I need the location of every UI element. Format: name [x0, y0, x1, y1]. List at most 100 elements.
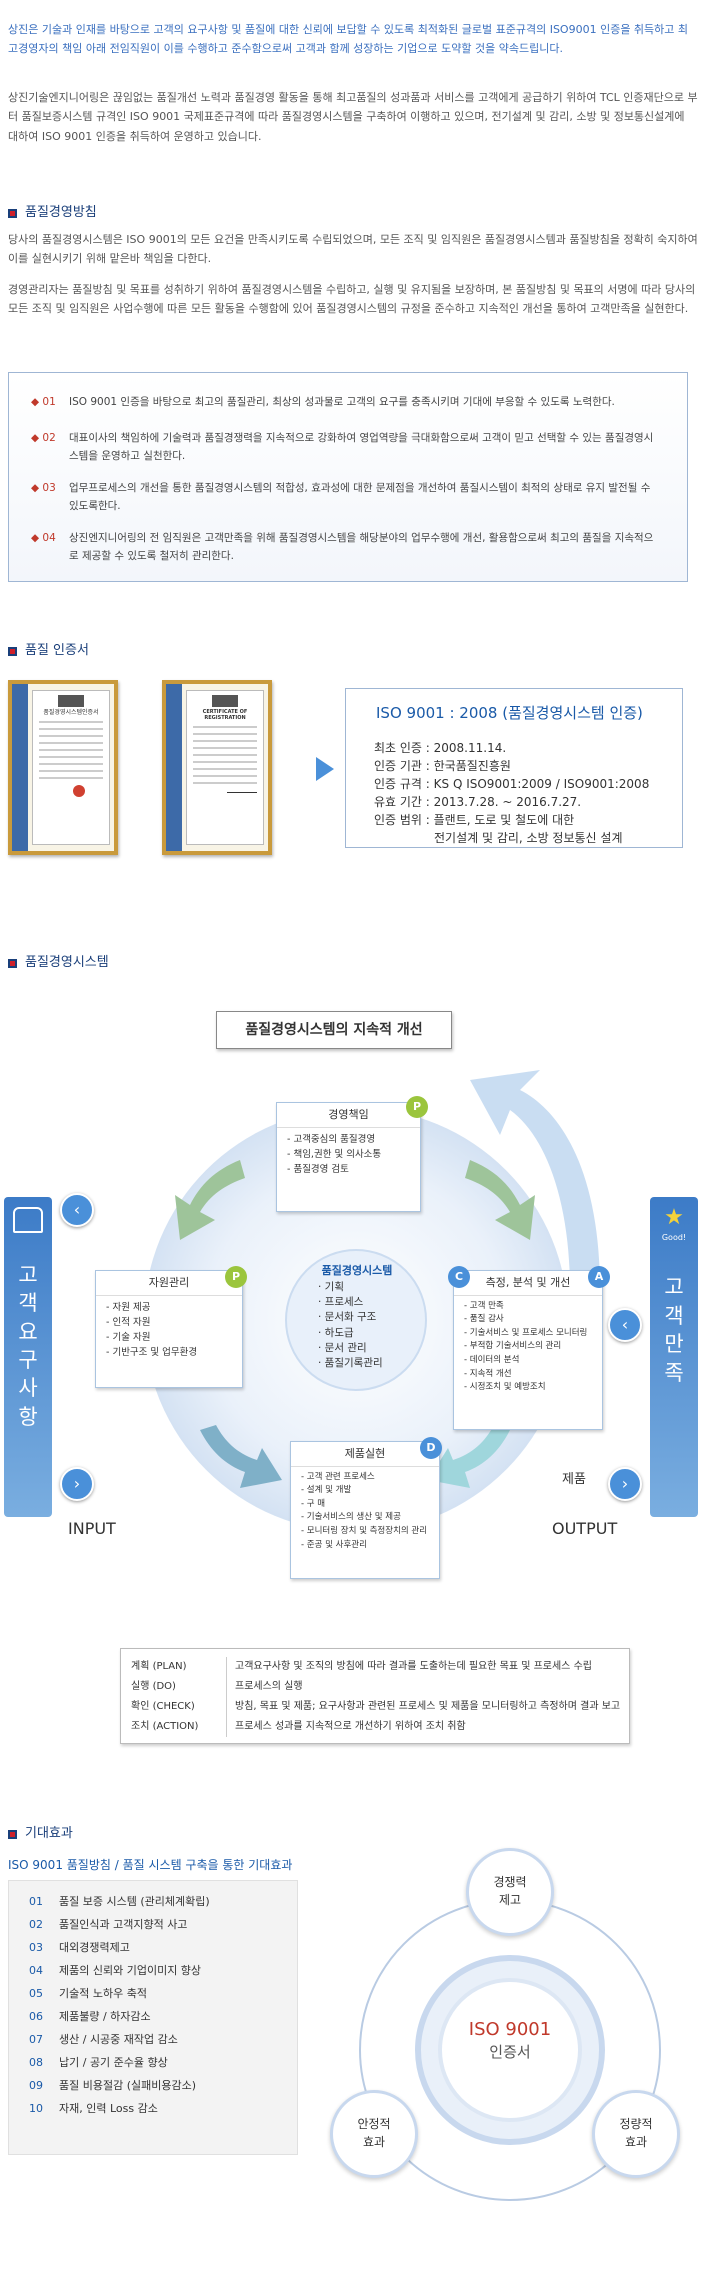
product-label: 제품 — [562, 1472, 586, 1487]
effect-item: 10 자재, 인력 Loss 감소 — [29, 2100, 158, 2118]
effect-item: 01 품질 보증 시스템 (관리체계확립) — [29, 1893, 210, 1911]
policy-item: ◆ 02 대표이사의 책임하에 기술력과 품질경쟁력을 지속적으로 강화하여 영업… — [31, 429, 661, 466]
certificate-side-band — [166, 684, 182, 851]
pdca-desc: 프로세스 성과를 지속적으로 개선하기 위하여 조치 취함 — [235, 1721, 466, 1732]
policy-item: ◆ 03 업무프로세스의 개선을 통한 품질경영시스템의 적합성, 효과성에 대한… — [31, 479, 661, 516]
pdca-desc: 프로세스의 실행 — [235, 1681, 303, 1692]
policy-item-num: ◆ 04 — [31, 532, 56, 544]
arrow-right-icon — [316, 757, 334, 781]
center-circle — [285, 1249, 427, 1391]
effect-num: 10 — [29, 2102, 43, 2115]
policy-item-num: ◆ 02 — [31, 432, 56, 444]
policy-item-text: 상진엔지니어링의 전 임직원은 고객만족을 위해 품질경영시스템을 해당분야의 … — [69, 532, 654, 563]
cert2-heading: CERTIFICATE OF REGISTRATION — [202, 709, 248, 721]
center-item: · 하도급 — [318, 1326, 354, 1339]
effect-text: 품질인식과 고객지향적 사고 — [59, 1918, 188, 1931]
box-heading: 경영책임 — [277, 1103, 420, 1128]
pdca-desc: 고객요구사항 및 조직의 방침에 따라 결과를 도출하는데 필요한 목표 및 프… — [235, 1661, 592, 1672]
cert-info-line: 인증 기관 : 한국품질진흥원 — [374, 759, 511, 773]
certificate-image-english: CERTIFICATE OF REGISTRATION — [162, 680, 272, 855]
box-item: - 구 매 — [301, 1498, 326, 1509]
certificate-side-band — [12, 684, 28, 851]
arrow-left-button[interactable]: ‹ — [60, 1193, 94, 1227]
certificate-doc: 품질경영시스템인증서 — [32, 690, 110, 845]
section-bullet-icon — [8, 646, 17, 656]
policy-item-text: 업무프로세스의 개선을 통한 품질경영시스템의 적합성, 효과성에 대한 문제점… — [69, 482, 651, 513]
effect-text: 품질 보증 시스템 (관리체계확립) — [59, 1895, 210, 1908]
cert-info-line: 인증 규격 : KS Q ISO9001:2009 / ISO9001:2008 — [374, 777, 650, 791]
effect-cycle-svg — [359, 1899, 661, 2201]
arrow-left-button[interactable]: ‹ — [608, 1308, 642, 1342]
box-item: - 기술서비스 및 프로세스 모니터링 — [464, 1327, 588, 1338]
effect-text: 생산 / 시공중 재작업 감소 — [59, 2033, 178, 2046]
pdca-label: 확인 (CHECK) — [131, 1701, 195, 1712]
effect-num: 07 — [29, 2033, 43, 2046]
effect-item: 06 제품불량 / 하자감소 — [29, 2008, 151, 2026]
arrow-right-button[interactable]: › — [608, 1467, 642, 1501]
effect-num: 06 — [29, 2010, 43, 2023]
effect-center-title: ISO 9001 — [468, 2019, 552, 2040]
box-item: - 품질 감사 — [464, 1314, 504, 1325]
do-badge: D — [420, 1437, 442, 1459]
policy-item-text: 대표이사의 책임하에 기술력과 품질경쟁력을 지속적으로 강화하여 영업역량을 … — [69, 432, 654, 463]
pdca-label: 조치 (ACTION) — [131, 1721, 199, 1732]
effect-circle-competitiveness: 경쟁력 제고 — [466, 1848, 554, 1936]
pdca-descriptions: 고객요구사항 및 조직의 방침에 따라 결과를 도출하는데 필요한 목표 및 프… — [226, 1657, 621, 1737]
effect-text: 제품불량 / 하자감소 — [59, 2010, 151, 2023]
output-label: OUTPUT — [552, 1519, 618, 1538]
effect-text: 납기 / 공기 준수율 향상 — [59, 2056, 168, 2069]
signature-line — [227, 792, 257, 793]
box-item: - 지속적 개선 — [464, 1368, 512, 1379]
box-item: - 자원 제공 — [106, 1301, 151, 1313]
good-label: Good! — [661, 1232, 687, 1242]
section-bullet-icon — [8, 208, 17, 218]
pdca-table: 계획 (PLAN) 실행 (DO) 확인 (CHECK) 조치 (ACTION)… — [120, 1648, 630, 1744]
effect-num: 02 — [29, 1918, 43, 1931]
policy-title-text: 품질경영방침 — [25, 205, 97, 220]
effect-num: 09 — [29, 2079, 43, 2092]
left-banner-text: 고객요구사항 — [18, 1263, 38, 1429]
effect-text: 자재, 인력 Loss 감소 — [59, 2102, 158, 2115]
arrow-right-button[interactable]: › — [60, 1467, 94, 1501]
center-item: · 품질기록관리 — [318, 1357, 383, 1370]
seal-icon — [73, 785, 85, 798]
box-item: - 설계 및 개발 — [301, 1485, 352, 1496]
star-icon: ★ — [664, 1205, 684, 1230]
effect-num: 03 — [29, 1941, 43, 1954]
effect-item: 02 품질인식과 고객지향적 사고 — [29, 1916, 187, 1934]
policy-item-num: ◆ 03 — [31, 482, 56, 494]
effect-num: 08 — [29, 2056, 43, 2069]
policy-para-1: 당사의 품질경영시스템은 ISO 9001의 모든 요건을 만족시키도록 수립되… — [8, 233, 698, 266]
policy-para-2: 경영관리자는 품질방침 및 목표를 성취하기 위하여 품질경영시스템을 수립하고… — [8, 283, 696, 316]
intro-highlight: 상진은 기술과 인재를 바탕으로 고객의 요구사항 및 품질에 대한 신뢰에 보… — [8, 23, 689, 56]
box-item: - 고객 만족 — [464, 1300, 504, 1311]
cert-info-line: 유효 기간 : 2013.7.28. ~ 2016.7.27. — [374, 795, 582, 809]
right-banner-text: 고객만족 — [664, 1275, 684, 1385]
box-heading: 측정, 분석 및 개선 — [454, 1271, 602, 1296]
section-bullet-icon — [8, 1829, 17, 1839]
box-item: - 모니터링 장치 및 측정장치의 관리 — [301, 1525, 428, 1536]
effect-center-sub: 인증서 — [489, 2043, 531, 2061]
box-item: - 품질경영 검토 — [287, 1163, 349, 1175]
pdca-desc: 방침, 목표 및 제품; 요구사항과 관련된 프로세스 및 제품을 모니터링하고… — [235, 1701, 621, 1712]
kqs-logo-icon — [212, 695, 238, 707]
cycle-arrow-icon — [200, 1425, 282, 1488]
action-badge: A — [588, 1266, 610, 1288]
customer-requirements-banner: 고객요구사항 — [4, 1197, 52, 1517]
pdca-label: 실행 (DO) — [131, 1681, 176, 1692]
box-item: - 시정조치 및 예방조치 — [464, 1382, 546, 1393]
cert1-heading: 품질경영시스템인증서 — [43, 709, 99, 716]
cert-info-title: ISO 9001 : 2008 (품질경영시스템 인증) — [376, 704, 643, 722]
plan-badge: P — [406, 1096, 428, 1118]
certificate-image-korean: 품질경영시스템인증서 — [8, 680, 118, 855]
diagram-title: 품질경영시스템의 지속적 개선 — [216, 1011, 452, 1049]
policy-section-title: 품질경영방침 — [8, 203, 97, 224]
pdca-labels: 계획 (PLAN) 실행 (DO) 확인 (CHECK) 조치 (ACTION) — [131, 1657, 198, 1737]
center-list: · 기획 · 프로세스 · 문서화 구조 · 하도급 · 문서 관리 · 품질기… — [318, 1280, 383, 1371]
effect-item: 08 납기 / 공기 준수율 향상 — [29, 2054, 168, 2072]
box-item: - 기술서비스의 생산 및 제공 — [301, 1512, 401, 1523]
effect-num: 01 — [29, 1895, 43, 1908]
